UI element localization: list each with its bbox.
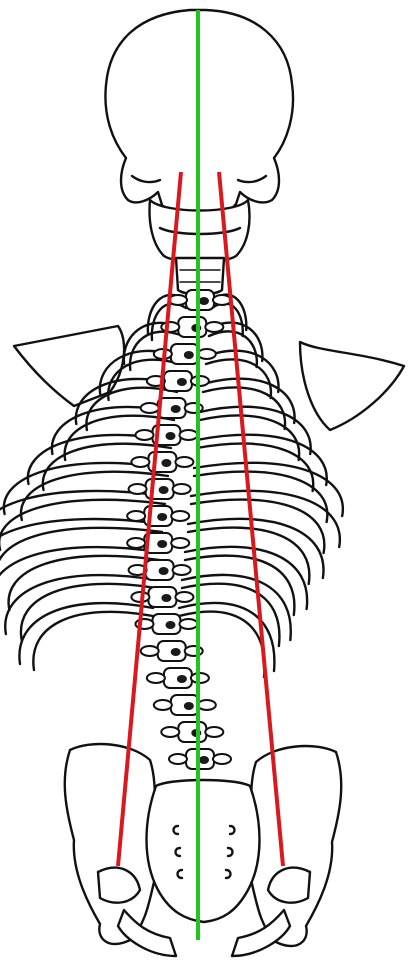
vertebra	[141, 398, 203, 418]
vertebra	[131, 452, 193, 472]
vertebra	[127, 506, 189, 526]
vertebra	[135, 614, 197, 634]
right-scapula	[300, 342, 404, 430]
pelvis	[65, 744, 341, 956]
vertebra	[141, 641, 203, 661]
rib-right	[191, 500, 324, 553]
rib-right	[191, 491, 340, 547]
rib-right	[206, 351, 279, 392]
vertebra	[135, 425, 197, 445]
vertebra	[161, 722, 223, 742]
vertebra	[129, 479, 191, 499]
vertebra	[154, 695, 216, 715]
rib-right	[197, 435, 327, 485]
